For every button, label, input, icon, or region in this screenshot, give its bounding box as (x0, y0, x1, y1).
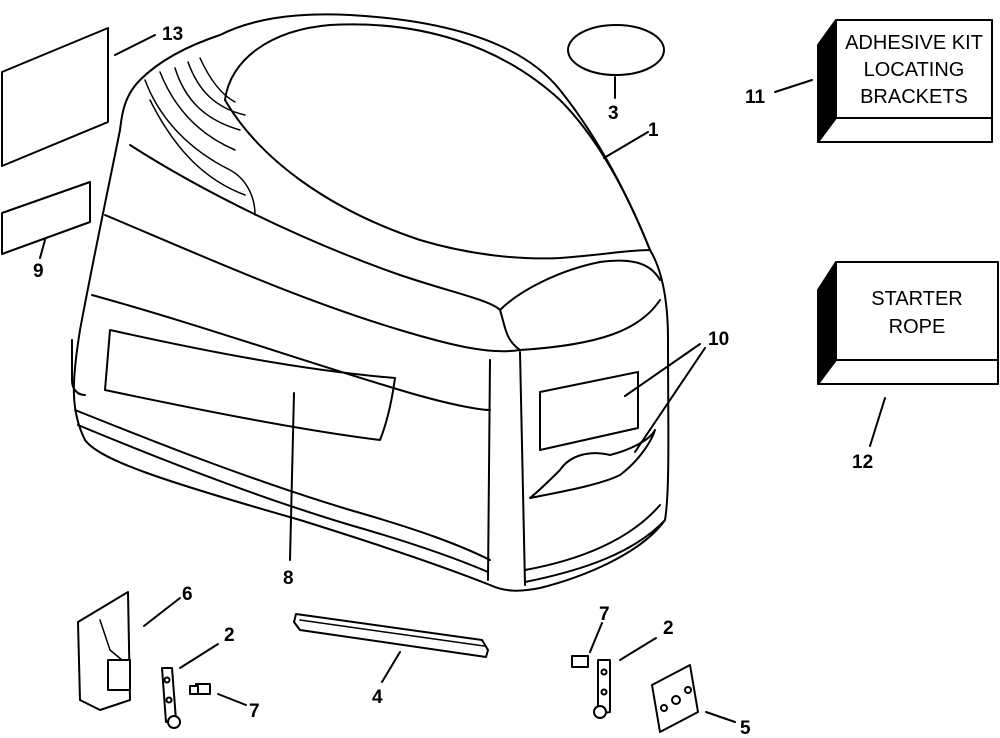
callout-2-right: 2 (663, 618, 674, 639)
callout-3: 3 (608, 103, 619, 124)
screw-7-right (571, 655, 589, 668)
callout-2-left: 2 (224, 625, 235, 646)
latch-2-right (593, 659, 611, 719)
leader-lines (39, 34, 886, 723)
bracket-6 (77, 591, 131, 711)
decal-13 (1, 27, 109, 167)
adhesive-kit-box: ADHESIVE KIT LOCATING BRACKETS (817, 19, 993, 143)
engine-cover (71, 13, 670, 592)
adhesive-kit-line3: BRACKETS (860, 86, 968, 108)
plate-5 (651, 664, 699, 733)
screw-7-left (189, 683, 211, 695)
seal-strip (293, 613, 489, 658)
callout-4: 4 (372, 687, 383, 708)
adhesive-kit-line1: ADHESIVE KIT (845, 32, 983, 54)
adhesive-kit-line2: LOCATING (864, 59, 965, 81)
starter-rope-box: STARTER ROPE (817, 261, 999, 385)
callout-13: 13 (162, 24, 183, 45)
callout-8: 8 (283, 568, 294, 589)
callout-6: 6 (182, 584, 193, 605)
callout-11: 11 (745, 87, 766, 108)
starter-rope-line1: STARTER (871, 288, 963, 310)
callout-12: 12 (852, 452, 873, 473)
latch-2-left (161, 667, 181, 729)
callout-7-left: 7 (249, 701, 260, 722)
starter-rope-line2: ROPE (889, 316, 946, 338)
callout-9: 9 (33, 261, 44, 282)
callout-7-right: 7 (599, 604, 610, 625)
callout-numbers: 1 3 13 9 11 12 10 8 4 6 2 7 2 7 5 (33, 24, 873, 738)
callout-1: 1 (648, 120, 659, 141)
decal-9 (1, 181, 91, 255)
callout-5: 5 (740, 718, 751, 738)
callout-10: 10 (708, 329, 729, 350)
oval-decal (567, 24, 665, 76)
